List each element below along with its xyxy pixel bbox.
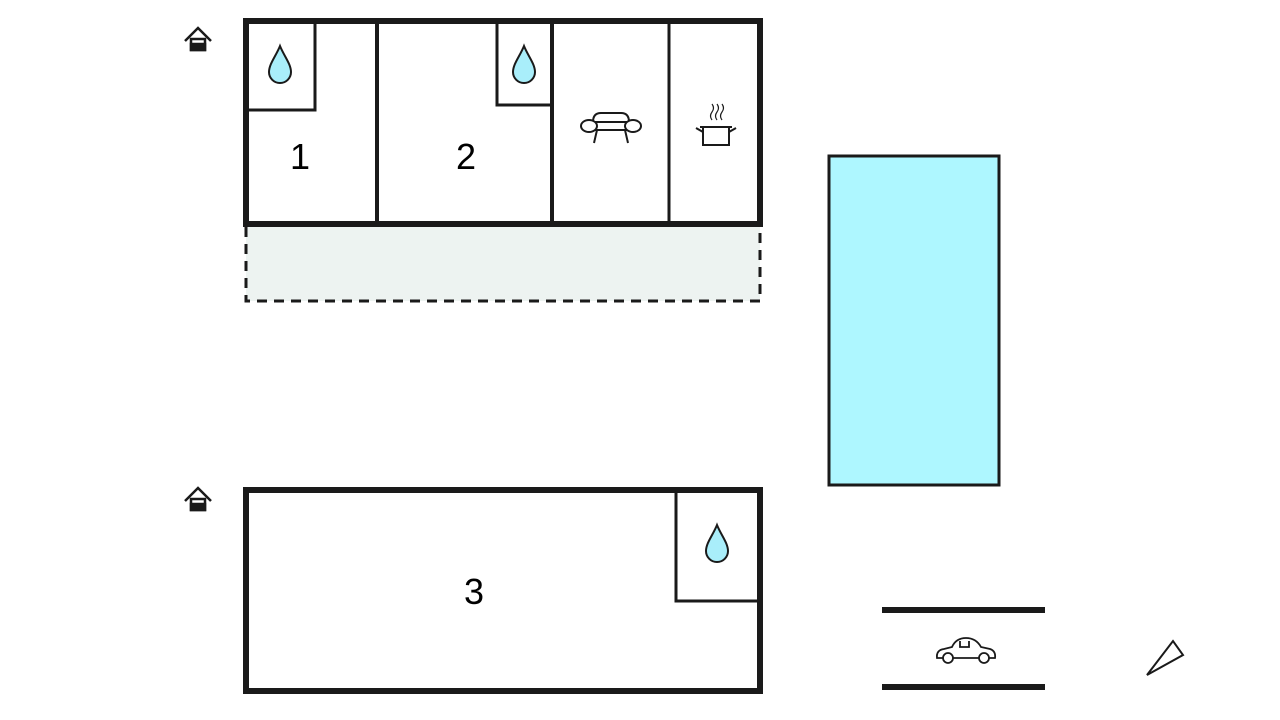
water-drop-icon <box>267 43 293 84</box>
parking <box>882 607 1045 690</box>
terrace <box>244 227 762 303</box>
sofa-icon <box>580 112 642 144</box>
annex-building <box>243 487 763 694</box>
bathroom-2 <box>495 19 554 107</box>
north-arrow-icon <box>1146 639 1185 676</box>
house-icon <box>184 486 212 512</box>
pool <box>827 154 1001 487</box>
bathroom-1 <box>244 19 317 112</box>
water-drop-icon <box>511 43 537 84</box>
room-label-2: 2 <box>455 136 477 177</box>
room-label-3: 3 <box>463 571 485 612</box>
room-label-1: 1 <box>289 136 311 177</box>
main-building <box>243 18 763 227</box>
bathroom-3 <box>674 488 762 603</box>
water-drop-icon <box>704 522 730 563</box>
house-icon <box>184 26 212 52</box>
car-icon <box>935 637 997 664</box>
cooking-pot-icon <box>695 103 737 146</box>
